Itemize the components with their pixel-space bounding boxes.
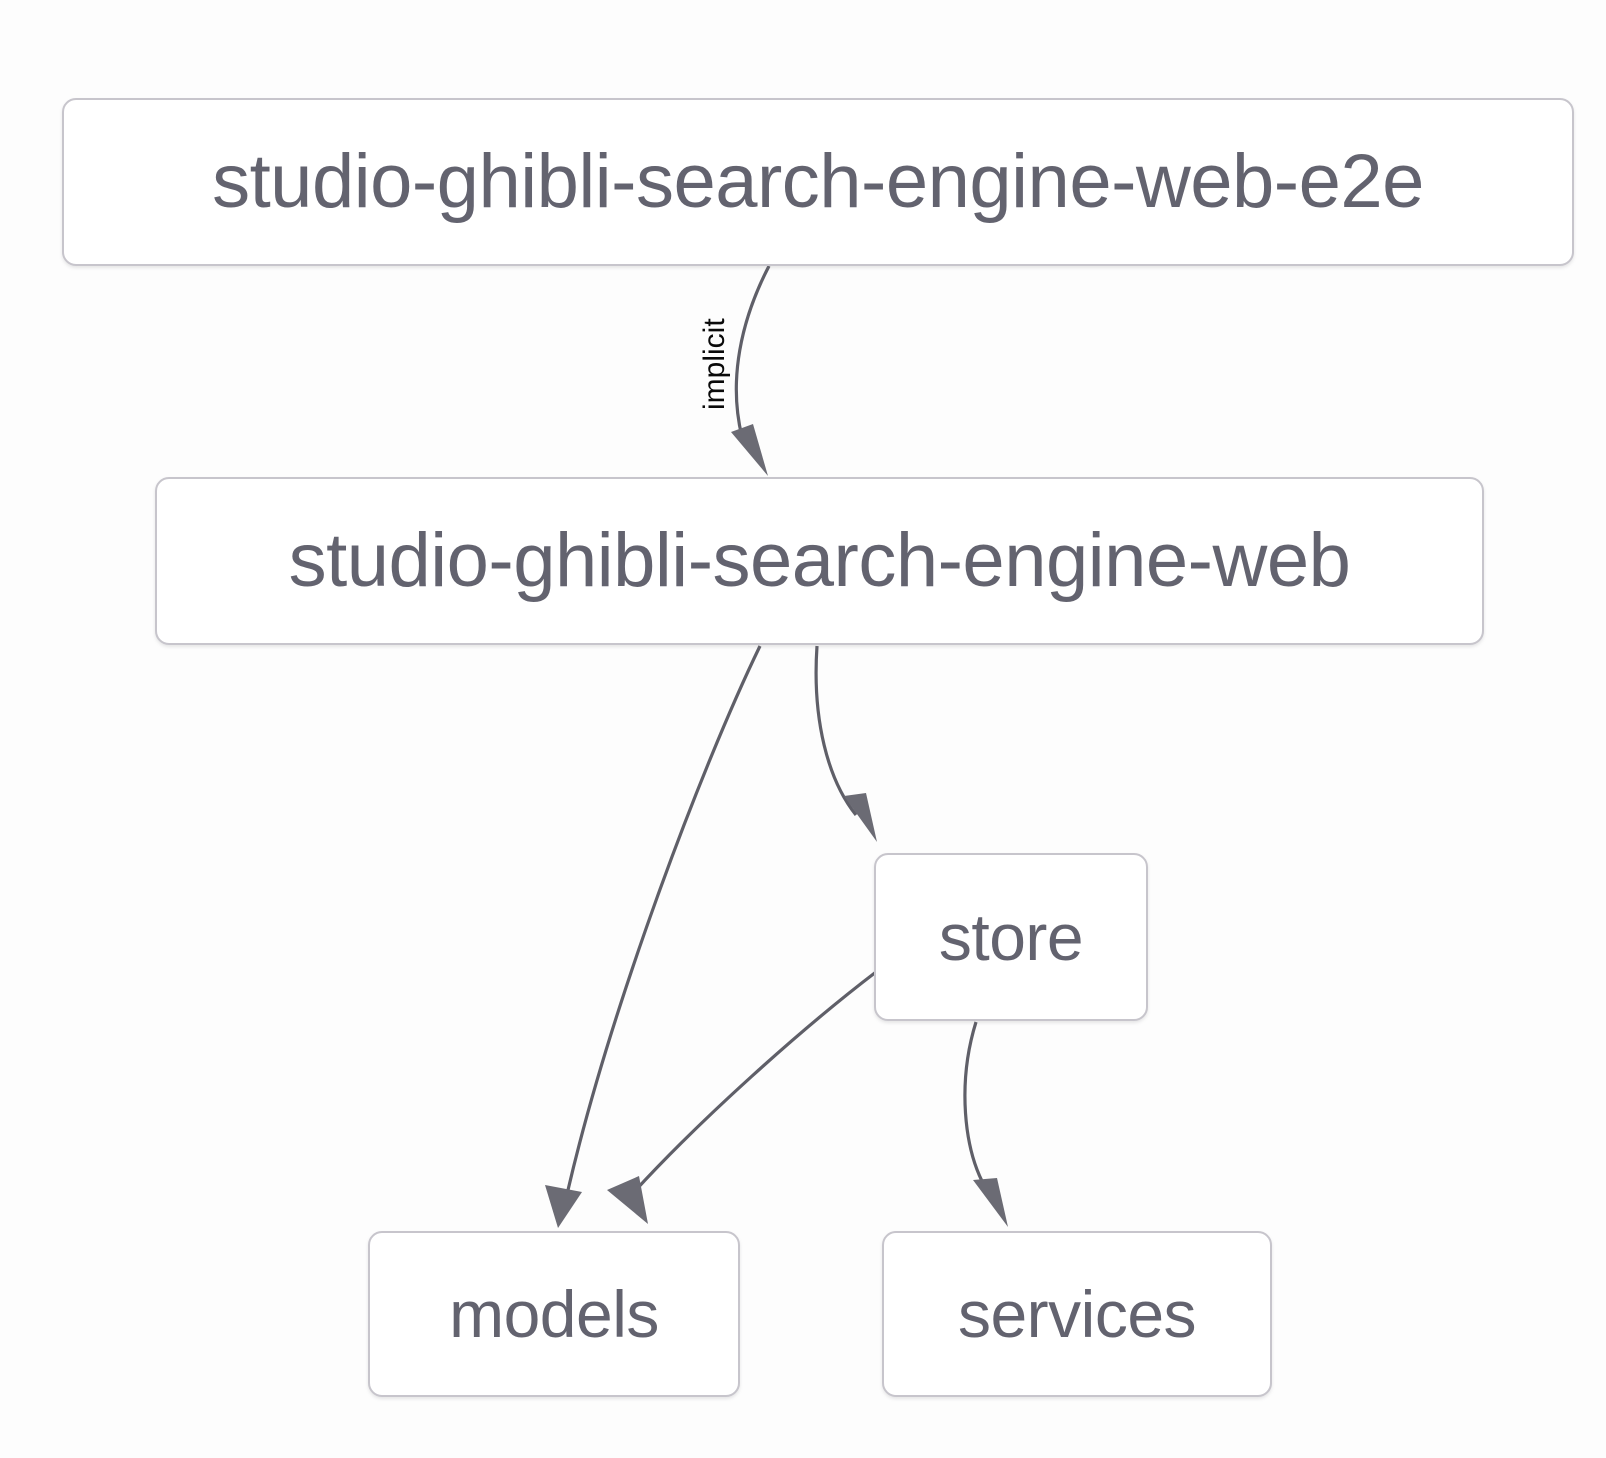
edge-web-to-models — [545, 645, 762, 1228]
edge-store-to-services-arrowhead — [973, 1178, 1008, 1227]
edge-store-to-services — [963, 1021, 1008, 1227]
node-label: studio-ghibli-search-engine-web — [288, 518, 1351, 603]
edge-web-to-store-path — [814, 645, 858, 816]
node-label: store — [938, 900, 1084, 974]
node-studio-ghibli-search-engine-web[interactable]: studio-ghibli-search-engine-web — [155, 477, 1484, 645]
node-label: models — [449, 1277, 659, 1351]
edge-store-to-models-path — [632, 970, 877, 1194]
edge-store-to-models-arrowhead — [607, 1176, 648, 1224]
edge-e2e-to-web-arrowhead — [731, 424, 768, 476]
edge-label-implicit: implicit — [698, 318, 731, 410]
edge-web-to-models-path — [566, 645, 762, 1191]
node-store[interactable]: store — [874, 853, 1148, 1021]
edge-e2e-to-web-path — [734, 265, 771, 438]
node-label: services — [957, 1277, 1197, 1351]
edge-store-to-services-path — [963, 1021, 990, 1193]
edge-e2e-to-web — [731, 265, 771, 476]
edge-web-to-store-arrowhead — [844, 793, 877, 842]
node-studio-ghibli-search-engine-web-e2e[interactable]: studio-ghibli-search-engine-web-e2e — [62, 98, 1574, 266]
edge-store-to-models — [607, 970, 877, 1224]
node-services[interactable]: services — [882, 1231, 1272, 1397]
node-label: studio-ghibli-search-engine-web-e2e — [212, 139, 1424, 224]
edge-web-to-models-arrowhead — [545, 1185, 582, 1228]
node-models[interactable]: models — [368, 1231, 740, 1397]
edge-web-to-store — [814, 645, 877, 842]
